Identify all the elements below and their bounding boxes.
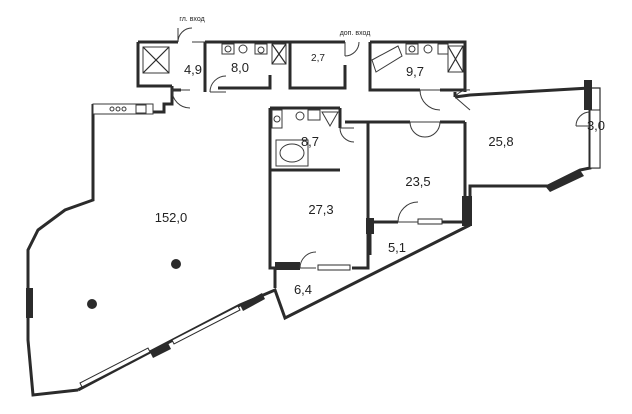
label-main-entrance: гл. вход — [179, 16, 204, 23]
solid-wall-4 — [584, 80, 592, 110]
solid-wall-6 — [545, 170, 584, 192]
bathtub-icon — [371, 45, 403, 73]
windows — [79, 109, 601, 388]
sink-bowl-icon — [273, 115, 281, 123]
room-9-7-area: 9,7 — [406, 64, 424, 79]
kitchen-sink-icon — [135, 104, 147, 114]
room-8-0-area: 8,0 — [231, 60, 249, 75]
column-icon — [171, 259, 181, 269]
toilet-icon — [238, 44, 248, 54]
window-bed1 — [317, 264, 351, 271]
stove-burner-icon — [109, 106, 115, 112]
bathtub-inner-icon — [279, 143, 305, 163]
fixtures — [87, 43, 464, 309]
window-bed2 — [417, 218, 443, 225]
wall-right-lower — [454, 86, 592, 225]
column-icon — [87, 299, 97, 309]
door-extra-entrance — [344, 41, 360, 57]
wall-living-outer — [26, 104, 95, 397]
wall-top-right — [370, 40, 467, 92]
door-bed1 — [299, 251, 317, 269]
wall-bath3 — [368, 42, 420, 92]
stove-burner-icon — [115, 106, 121, 112]
solid-wall-5 — [26, 288, 33, 318]
doors — [171, 27, 591, 269]
stove-burner-icon — [121, 106, 127, 112]
door-bath1 — [209, 75, 227, 93]
shower-corner-icon — [321, 111, 339, 128]
window-living-1 — [79, 347, 151, 388]
wall-top — [136, 42, 172, 88]
door-hall — [171, 89, 191, 109]
wall-storage — [288, 42, 347, 90]
solid-wall-8 — [240, 293, 265, 311]
window-living-2 — [171, 305, 241, 345]
toilet-icon — [295, 111, 305, 121]
room-152-area: 152,0 — [155, 210, 188, 225]
sink-bowl-icon — [224, 45, 232, 53]
room-2-7-area: 2,7 — [311, 53, 325, 64]
door-bath3 — [419, 89, 441, 111]
room-25-8-area: 25,8 — [488, 134, 513, 149]
solid-wall-2 — [366, 218, 374, 234]
wall-bath1-bottom — [218, 75, 272, 90]
window-balcony — [589, 109, 601, 169]
door-bath2 — [339, 127, 355, 143]
door-bed2-balc — [397, 201, 419, 223]
room-6-4-area: 6,4 — [294, 282, 312, 297]
wall-bed1-right — [352, 122, 370, 270]
door-bed2 — [409, 121, 441, 138]
room-4-9-area: 4,9 — [184, 62, 202, 77]
solid-wall-3 — [462, 196, 472, 226]
wall-facade-diagonal — [77, 223, 471, 392]
room-8-7-area: 8,7 — [301, 134, 319, 149]
wall-bed2-right — [440, 122, 467, 224]
bidet-icon — [307, 109, 321, 121]
room-23-5-area: 23,5 — [405, 174, 430, 189]
solid-wall-1 — [275, 262, 300, 270]
solid-walls — [26, 80, 592, 358]
outer-walls — [26, 40, 592, 397]
toilet-icon — [423, 44, 433, 54]
door-bed3 — [454, 89, 471, 111]
solid-wall-7 — [150, 343, 171, 358]
room-27-3-area: 27,3 — [308, 202, 333, 217]
label-extra-entrance: доп. вход — [340, 30, 371, 37]
room-3-0-area: 3,0 — [587, 118, 605, 133]
room-5-1-area: 5,1 — [388, 240, 406, 255]
door-balcony — [575, 111, 591, 127]
bidet-bowl-icon — [257, 46, 265, 54]
wall-bed1-left — [268, 108, 300, 270]
bidet-icon — [437, 43, 449, 55]
door-main-entrance — [177, 27, 193, 43]
sink-bowl-icon — [408, 45, 416, 53]
